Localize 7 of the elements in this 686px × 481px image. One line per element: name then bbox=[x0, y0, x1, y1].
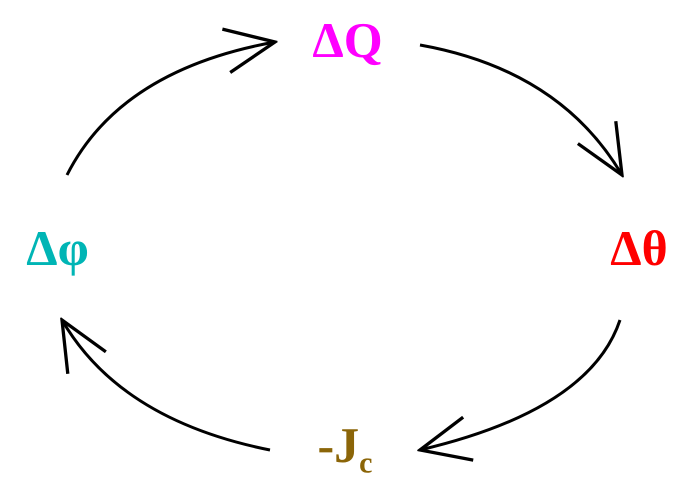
curved-arrow bbox=[418, 319, 622, 461]
curved-arrow bbox=[66, 28, 277, 176]
variable-label: -J$_{c}$ bbox=[318, 420, 372, 478]
curved-arrow bbox=[420, 44, 624, 177]
variable-label: Δθ bbox=[610, 222, 668, 272]
curved-arrow bbox=[60, 318, 270, 452]
variable-label: ΔQ bbox=[312, 15, 383, 65]
